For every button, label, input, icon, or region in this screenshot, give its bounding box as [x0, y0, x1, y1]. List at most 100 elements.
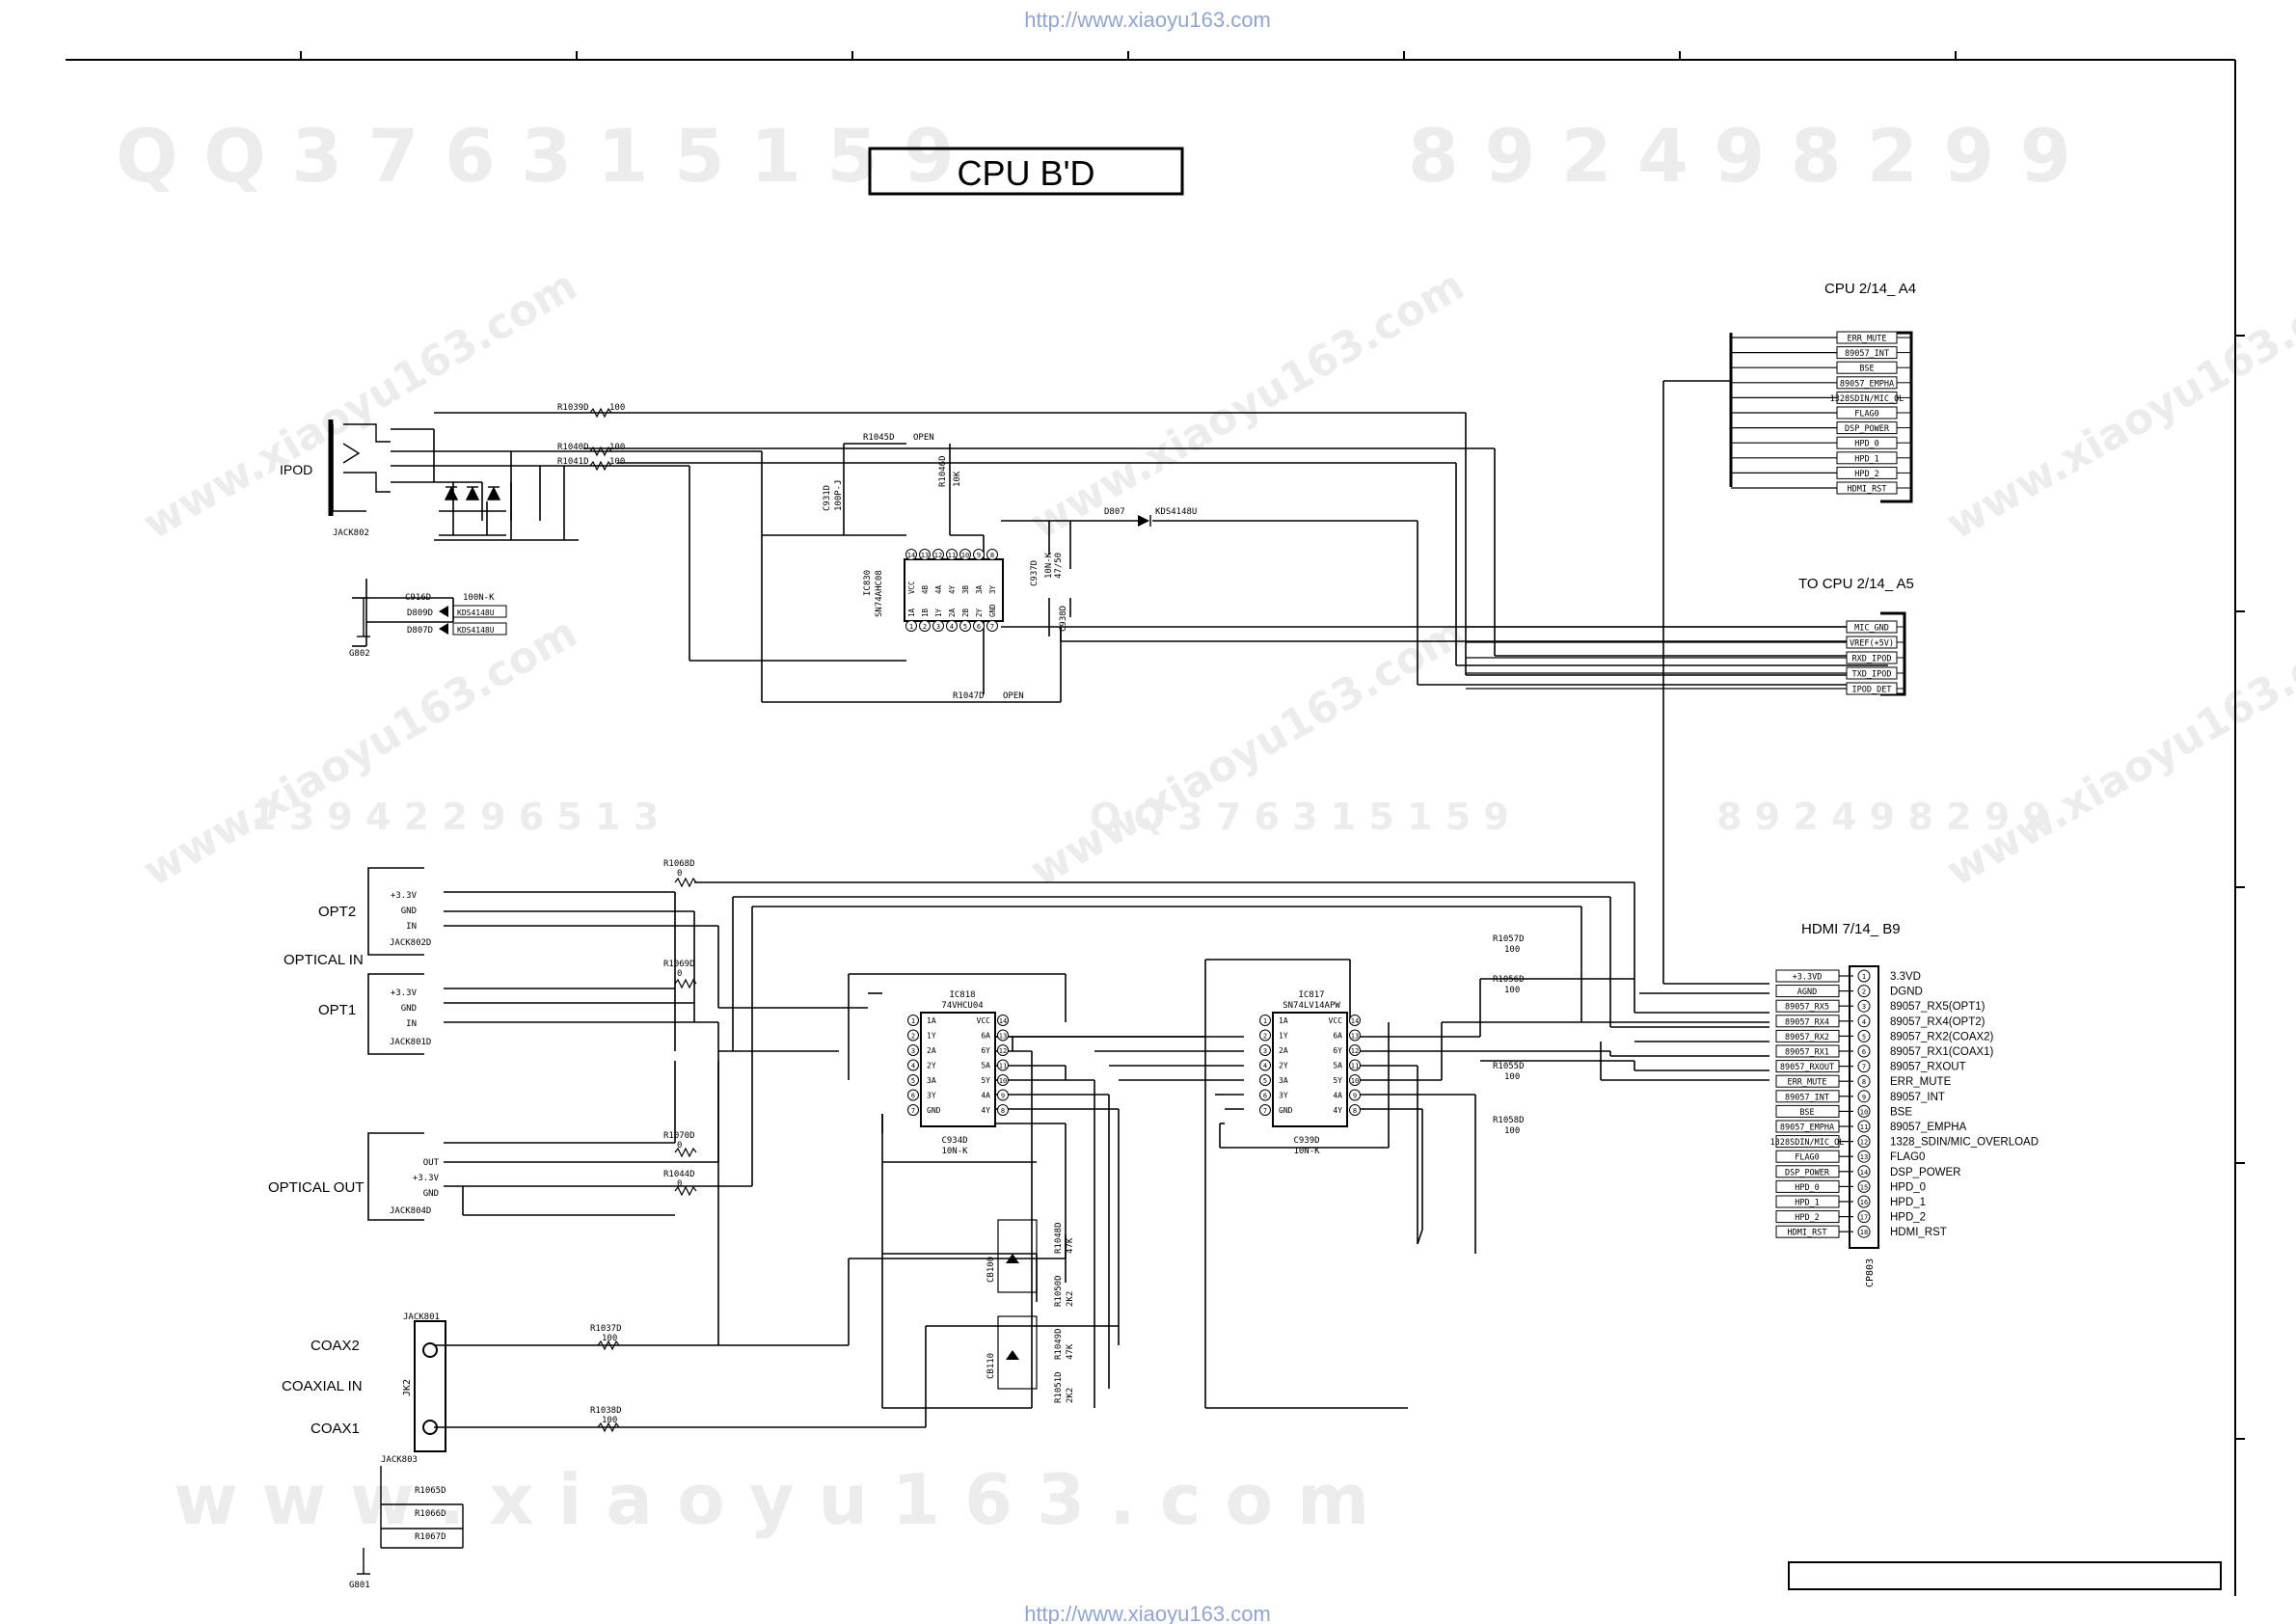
hdmi-tag-label: 89057_RXOUT — [1780, 1063, 1834, 1072]
ic-pin-label: 4Y — [981, 1106, 990, 1115]
coaxial-in-label: COAXIAL IN — [282, 1378, 363, 1394]
hdmi-pin-number: 9 — [1862, 1094, 1866, 1101]
ic830-pin-number: 13 — [921, 552, 929, 559]
ic-pin-number: 14 — [1351, 1017, 1359, 1025]
ic-pin-label: 3A — [927, 1076, 936, 1085]
ic-pin-label: 1Y — [927, 1032, 936, 1041]
r1057-ref: R1057D — [1493, 934, 1525, 944]
r1070-ref: R1070D — [663, 1131, 695, 1141]
ipod-diode-array — [439, 486, 506, 512]
ic-pin-number: 12 — [999, 1047, 1007, 1055]
optical-inputs: OPT2 OPTICAL IN OPT1 JACK802D JACK801D +… — [268, 867, 440, 1221]
coax1-label: COAX1 — [311, 1421, 360, 1437]
r1050-ref: R1050D — [1054, 1275, 1064, 1307]
r1057-value: 100 — [1504, 945, 1520, 955]
ic-pin-number: 11 — [1351, 1063, 1359, 1070]
ic830-pin-number: 11 — [948, 552, 956, 559]
ic-pin-label: 6Y — [1333, 1046, 1342, 1055]
ic830-pin-number: 5 — [963, 623, 967, 631]
hdmi-pin-number: 6 — [1862, 1048, 1866, 1056]
ic830-pin — [973, 620, 985, 632]
ic-pin — [907, 1074, 919, 1086]
jack803-label: JACK803 — [381, 1455, 418, 1465]
r1056-value: 100 — [1504, 986, 1520, 995]
ic830-pin-number: 2 — [923, 623, 927, 631]
r1047-ref: R1047D — [953, 691, 985, 701]
c938-ref: C938D — [1059, 606, 1068, 632]
r1039-value: 100 — [609, 403, 625, 413]
hdmi-pin — [1857, 1044, 1871, 1058]
ic-pin-number: 5 — [1263, 1077, 1267, 1085]
jack801d-label: JACK801D — [390, 1038, 431, 1047]
ic-pin — [1259, 1074, 1271, 1086]
ic-pin-number: 5 — [911, 1077, 915, 1085]
ic817-value: SN74LV14APW — [1283, 1001, 1340, 1011]
r1069-ref: R1069D — [663, 960, 695, 969]
ic-pin-label: 1A — [1279, 1016, 1288, 1025]
ic-pin-label: 6A — [981, 1032, 990, 1041]
ic830-pin-number: 6 — [977, 623, 981, 631]
ic830-pin — [986, 620, 998, 632]
coax2-label: COAX2 — [311, 1338, 360, 1354]
cpu-a4-connector: CPU 2/14_ A4 ERR_MUTE89057_INTBSE89057_E… — [1729, 281, 1916, 503]
cpu-a4-pin-label: 89057_INT — [1845, 349, 1889, 359]
hdmi-pin — [1857, 1195, 1871, 1208]
hdmi-pin-label: 89057_EMPHA — [1890, 1122, 1967, 1133]
r1070-value: 0 — [677, 1141, 682, 1150]
cpu-a4-pin-label: BSE — [1859, 365, 1874, 374]
ic830-pin — [959, 549, 971, 560]
ic830-pin-label: 1B — [921, 608, 930, 617]
jack804d-label: JACK804D — [390, 1206, 431, 1216]
ic830-pin-label: 1Y — [934, 608, 943, 617]
r1039-ref: R1039D — [557, 403, 589, 413]
ic830-pin-number: 10 — [961, 552, 969, 559]
r1038-value: 100 — [602, 1416, 617, 1425]
hdmi-pin-number: 5 — [1862, 1033, 1866, 1041]
watermark-middle-3: 8 9 2 4 9 8 2 9 9 — [1716, 796, 2048, 838]
cpu-a4-pin-label: HPD_2 — [1854, 470, 1879, 479]
ic-pin — [907, 1059, 919, 1071]
c934-value: 10N-K — [941, 1147, 968, 1156]
hdmi-pin-number: 8 — [1862, 1078, 1866, 1086]
hdmi-tag-label: 89057_RX1 — [1785, 1048, 1829, 1058]
footer-url[interactable]: http://www.xiaoyu163.com — [1024, 1602, 1271, 1624]
hdmi-tag-label: 89057_RX5 — [1785, 1003, 1829, 1013]
ic830-pin-number: 3 — [936, 623, 940, 631]
hdmi-pin-number: 7 — [1862, 1064, 1866, 1071]
header-url[interactable]: http://www.xiaoyu163.com — [1024, 8, 1271, 32]
ic830-ref: IC830 — [863, 570, 873, 596]
ic830: IC830 SN74AHC08 14VCC134B124A114Y103B93A… — [863, 549, 1068, 632]
d807u-ref: D807 — [1104, 507, 1125, 517]
ic830-pin-label: 2Y — [975, 608, 984, 617]
r1049-ref: R1049D — [1054, 1328, 1064, 1360]
ic830-pin-label: 4B — [921, 584, 930, 594]
ic830-pin — [905, 620, 917, 632]
ic-pin-label: 2Y — [927, 1062, 936, 1070]
hdmi-pin-number: 3 — [1862, 1003, 1866, 1011]
hdmi-pin-label: HPD_2 — [1890, 1212, 1926, 1224]
c931-ref: C931D — [823, 485, 832, 511]
ic-pin — [997, 1015, 1009, 1026]
ipod-label: IPOD — [280, 462, 312, 477]
ic-pin-number: 4 — [911, 1063, 915, 1070]
ic830-pin-label: 3Y — [988, 584, 997, 594]
r1055-ref: R1055D — [1493, 1062, 1525, 1071]
ic830-value: SN74AHC08 — [875, 570, 884, 617]
r1041-value: 100 — [609, 457, 625, 467]
ic-pin — [907, 1104, 919, 1116]
ic830-pin-label: 3A — [975, 584, 984, 594]
hdmi-pin-number: 18 — [1860, 1229, 1868, 1236]
ic830-pin — [973, 549, 985, 560]
hdmi-tag-label: AGND — [1797, 988, 1817, 997]
cpu-a5-pin-label: IPOD_DET — [1852, 686, 1892, 695]
ic-pin-label: 2Y — [1279, 1062, 1288, 1070]
cpu-a4-pin-label: HPD_0 — [1854, 440, 1879, 449]
ic-pin — [997, 1059, 1009, 1071]
ic-pin — [1259, 1029, 1271, 1042]
r1046-value: 10K — [953, 471, 962, 487]
ic-pin-number: 2 — [1263, 1033, 1267, 1041]
ic-pin-label: 3Y — [927, 1092, 936, 1100]
wires — [332, 333, 1888, 1428]
hdmi-pin-number: 14 — [1860, 1169, 1868, 1177]
